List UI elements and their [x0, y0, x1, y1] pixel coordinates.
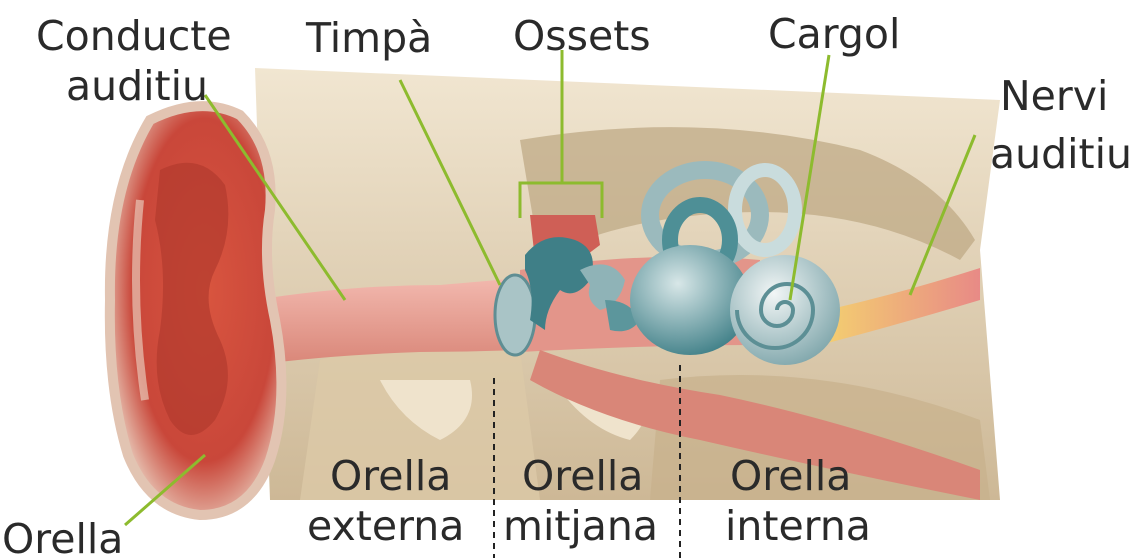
label-ossets: Ossets: [513, 12, 651, 60]
cochlea: [730, 255, 840, 365]
label-orella: Orella: [2, 515, 123, 558]
region-interna-line2: interna: [725, 502, 871, 550]
label-timpa: Timpà: [305, 14, 432, 62]
region-externa-line2: externa: [307, 502, 464, 550]
label-conducte-line2: auditiu: [66, 62, 208, 110]
region-mitjana-line1: Orella: [522, 452, 643, 500]
label-nervi-line1: Nervi: [1000, 72, 1108, 120]
region-mitjana-line2: mitjana: [503, 502, 658, 550]
label-conducte-line1: Conducte: [36, 12, 232, 60]
label-cargol: Cargol: [768, 10, 900, 58]
eardrum: [495, 275, 535, 355]
region-labels: Orella externa Orella mitjana Orella int…: [307, 452, 871, 550]
region-externa-line1: Orella: [330, 452, 451, 500]
label-nervi-line2: auditiu: [990, 130, 1131, 178]
region-interna-line1: Orella: [730, 452, 851, 500]
